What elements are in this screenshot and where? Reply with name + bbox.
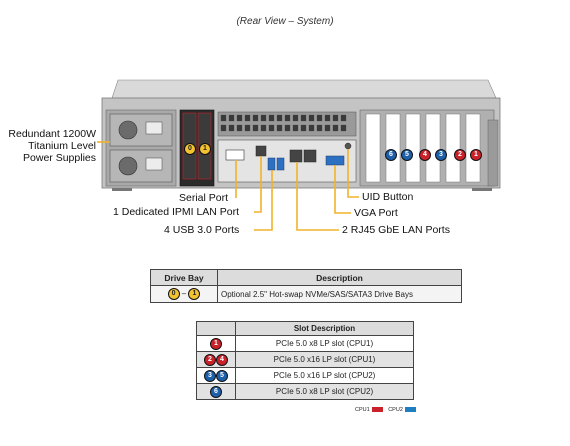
slot-description: PCIe 5.0 x8 LP slot (CPU1): [235, 335, 414, 352]
psu-fan-2: [118, 156, 138, 176]
chassis-slot-badge-6: 6: [385, 146, 397, 164]
slot-description: PCIe 5.0 x8 LP slot (CPU2): [235, 383, 414, 400]
psu-power-inlet-2: [145, 157, 163, 171]
rj45-port-1: [289, 149, 303, 163]
uid-button: [344, 142, 352, 150]
table-row: 1 PCIe 5.0 x8 LP slot (CPU1): [196, 335, 414, 352]
chassis-bay-badge-0: 0: [184, 140, 196, 158]
drive-bay-description: Optional 2.5" Hot-swap NVMe/SAS/SATA3 Dr…: [217, 285, 462, 303]
usb-ports-label: 4 USB 3.0 Ports: [164, 224, 240, 236]
rj45-port-2: [303, 149, 317, 163]
vent-grid-holes: [220, 114, 347, 132]
psu-power-inlet-1: [145, 121, 163, 135]
table-row: 0 – 1 Optional 2.5" Hot-swap NVMe/SAS/SA…: [150, 285, 462, 303]
slot-description: PCIe 5.0 x16 LP slot (CPU2): [235, 367, 414, 384]
slot-icon-cell: 1: [196, 335, 236, 352]
psu-label-line-2: Titanium Level: [28, 140, 96, 152]
chassis-slot-badge-5: 5: [401, 146, 413, 164]
bay-badge-from: 0: [167, 288, 180, 300]
slot-description-table: Slot Description 1 PCIe 5.0 x8 LP slot (…: [196, 321, 414, 400]
slot-badge: 6: [210, 385, 222, 398]
psu-label: Redundant 1200W Titanium Level Power Sup…: [4, 128, 96, 164]
bay-range-dash: –: [181, 289, 187, 299]
slot-icon-cell: 6: [196, 383, 236, 400]
chassis-foot-left: [112, 188, 132, 191]
drive-bay-table: Drive Bay Description 0 – 1 Optional 2.5…: [150, 269, 462, 303]
chassis-slot-badge-1: 1: [470, 146, 482, 164]
chassis-slot-badge-3: 3: [435, 146, 447, 164]
chassis-right-ear: [487, 119, 499, 187]
slot-badge: 1: [210, 337, 222, 350]
usb-port-2: [276, 157, 285, 171]
vga-callout-line: [334, 165, 351, 214]
chassis-top: [111, 79, 497, 99]
uid-callout-line: [347, 149, 359, 198]
usb-callout-line: [254, 170, 273, 231]
psu-label-line-1: Redundant 1200W: [8, 128, 96, 140]
slot-description: PCIe 5.0 x16 LP slot (CPU1): [235, 351, 414, 368]
callout-lines: [97, 141, 359, 231]
legend-cpu1-swatch: [371, 407, 383, 413]
description-header: Description: [217, 269, 462, 286]
pcie-slot-brackets: [365, 113, 481, 183]
drive-bay-table-header: Drive Bay Description: [150, 269, 462, 286]
drive-bay-cell: 0 – 1: [150, 285, 218, 303]
slot-badge: 3: [204, 369, 216, 382]
rj45-ports-label: 2 RJ45 GbE LAN Ports: [342, 224, 450, 236]
drive-bay-header: Drive Bay: [150, 269, 218, 286]
psu-label-line-3: Power Supplies: [23, 152, 96, 164]
vga-port: [325, 155, 345, 166]
chassis-bay-badge-1: 1: [199, 140, 211, 158]
table-row: 6 PCIe 5.0 x8 LP slot (CPU2): [196, 383, 414, 400]
uid-button-label: UID Button: [362, 191, 414, 203]
legend-cpu1-label: CPU1: [355, 407, 370, 413]
cpu-legend: CPU1 CPU2: [355, 407, 420, 413]
chassis-slot-badge-4: 4: [419, 146, 431, 164]
slot-badge: 4: [216, 353, 228, 366]
slot-description-header: Slot Description: [235, 321, 414, 336]
chassis-slot-badge-2: 2: [454, 146, 466, 164]
chassis-foot-right: [472, 188, 492, 191]
legend-cpu2-swatch: [404, 407, 416, 413]
psu-fan-1: [118, 120, 138, 140]
legend-cpu2-label: CPU2: [388, 407, 403, 413]
slot-icon-header: [196, 321, 236, 336]
bay-badge-to: 1: [188, 288, 201, 300]
vga-port-label: VGA Port: [354, 207, 398, 219]
slot-table-header: Slot Description: [196, 321, 414, 336]
slot-badge: 5: [216, 369, 228, 382]
serial-port: [225, 149, 245, 161]
rj45-callout-line: [296, 162, 339, 231]
slot-badge: 2: [204, 353, 216, 366]
ipmi-lan-port: [255, 145, 267, 157]
diagram-caption: (Rear View – System): [236, 16, 334, 27]
ipmi-callout-line: [254, 156, 262, 213]
serial-port-label: Serial Port: [179, 192, 229, 204]
ipmi-lan-label: 1 Dedicated IPMI LAN Port: [113, 206, 240, 218]
usb-port-1: [267, 157, 276, 171]
